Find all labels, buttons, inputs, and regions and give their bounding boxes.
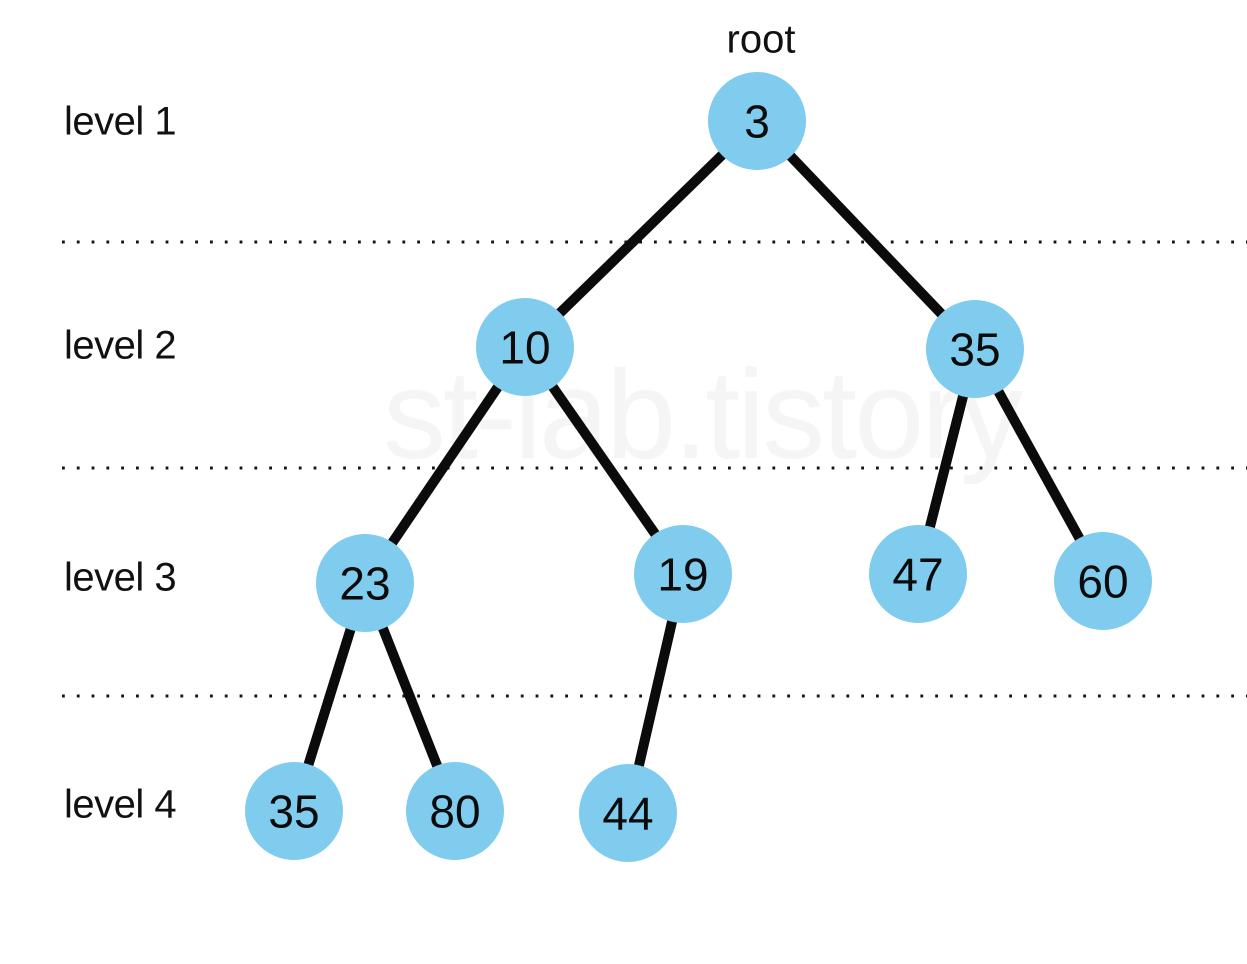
node-value: 35 (949, 324, 1000, 376)
root-pointer-label: root (726, 17, 796, 62)
level-label-1: level 1 (64, 99, 177, 144)
tree-node-47 (869, 525, 967, 623)
tree-node-19 (634, 525, 732, 623)
tree-node-35 (245, 762, 343, 860)
tree-node-60 (1054, 532, 1152, 630)
node-value: 19 (657, 549, 708, 601)
tree-edge (753, 117, 979, 353)
node-value: 60 (1077, 556, 1128, 608)
tree-node-10 (476, 298, 574, 396)
tree-node-44 (579, 764, 677, 862)
node-value: 35 (268, 786, 319, 838)
tree-node-35 (926, 300, 1024, 398)
node-value: 3 (744, 96, 770, 148)
level-label-4: level 4 (64, 782, 177, 827)
tree-node-80 (406, 762, 504, 860)
tree-node-3 (708, 72, 806, 170)
tree-node-23 (316, 534, 414, 632)
node-value: 80 (429, 786, 480, 838)
node-value: 47 (892, 549, 943, 601)
tree-edge (521, 117, 761, 351)
level-label-2: level 2 (64, 323, 177, 368)
node-value: 10 (499, 322, 550, 374)
node-value: 44 (602, 788, 653, 840)
node-value: 23 (339, 558, 390, 610)
level-label-3: level 3 (64, 555, 177, 600)
